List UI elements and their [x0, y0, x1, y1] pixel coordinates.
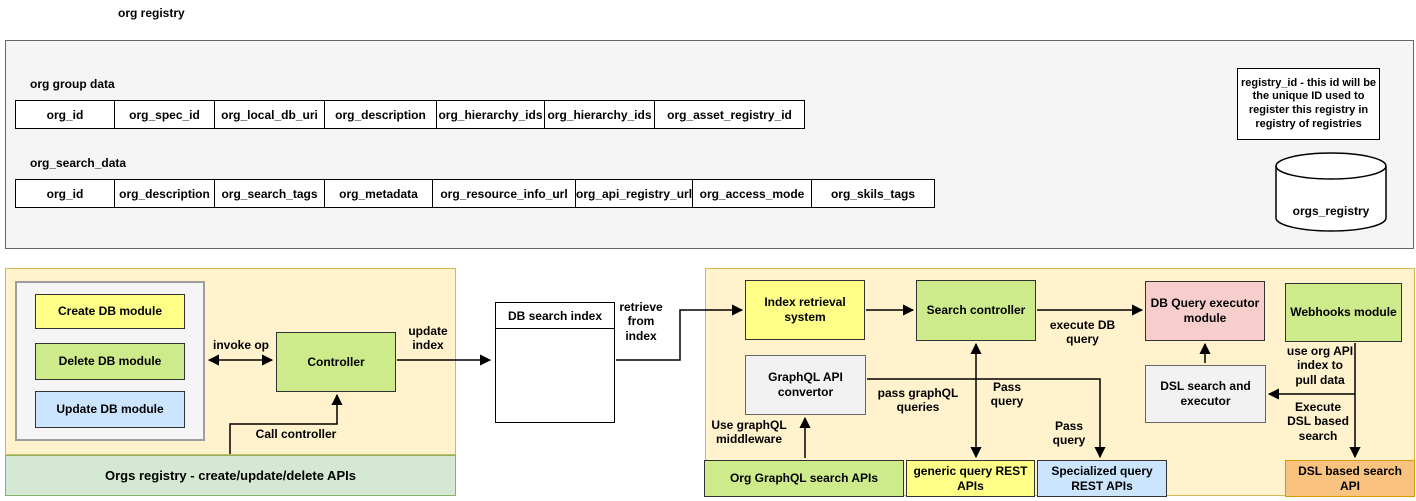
- update-index-label: update index: [408, 324, 448, 353]
- org-search-data-label: org_search_data: [30, 156, 127, 170]
- use-org-api-index-label: use org API index to pull data: [1286, 344, 1354, 387]
- table-cell: org_description: [325, 100, 437, 129]
- search-controller-box: Search controller: [916, 280, 1036, 341]
- webhooks-module-box: Webhooks module: [1285, 283, 1402, 342]
- registry-id-note: registry_id - this id will be the unique…: [1237, 68, 1380, 140]
- invoke-op-label: invoke op: [212, 338, 269, 352]
- org-registry-data-panel: [5, 40, 1414, 249]
- table-cell: org_id: [15, 179, 115, 208]
- dsl-based-search-api-box: DSL based search API: [1285, 460, 1415, 497]
- specialized-query-rest-apis-box: Specialized query REST APIs: [1037, 460, 1167, 497]
- use-graphql-middleware-label: Use graphQL middleware: [711, 418, 787, 447]
- table-cell: org_resource_info_url: [433, 179, 576, 208]
- org-search-data-table: org_id org_description org_search_tags o…: [15, 179, 935, 208]
- database-cylinder-icon: [1275, 152, 1387, 232]
- delete-db-module-box: Delete DB module: [35, 343, 185, 380]
- graphql-api-convertor-box: GraphQL API convertor: [745, 355, 866, 415]
- controller-box: Controller: [276, 332, 396, 392]
- db-search-index-box: DB search index: [495, 302, 615, 423]
- table-cell: org_id: [15, 100, 115, 129]
- diagram-title: org registry: [118, 6, 185, 20]
- table-cell: org_search_tags: [215, 179, 325, 208]
- execute-dsl-search-label: Execute DSL based search: [1287, 400, 1349, 443]
- pass-query-label: Pass query: [1052, 419, 1086, 448]
- table-cell: org_metadata: [325, 179, 433, 208]
- crud-footer-label: Orgs registry - create/update/delete API…: [105, 468, 356, 483]
- org-graphql-search-apis-box: Org GraphQL search APIs: [704, 460, 904, 497]
- db-query-executor-box: DB Query executor module: [1145, 281, 1265, 341]
- org-group-data-table: org_id org_spec_id org_local_db_uri org_…: [15, 100, 805, 129]
- orgs-registry-database: orgs_registry: [1274, 150, 1388, 234]
- table-cell: org_asset_registry_id: [655, 100, 805, 129]
- db-search-index-title: DB search index: [496, 303, 614, 329]
- dsl-search-executor-box: DSL search and executor: [1145, 365, 1266, 423]
- call-controller-label: Call controller: [255, 427, 337, 441]
- crud-panel-footer: Orgs registry - create/update/delete API…: [5, 455, 456, 496]
- table-cell: org_description: [115, 179, 215, 208]
- generic-query-rest-apis-box: generic query REST APIs: [906, 460, 1035, 497]
- table-cell: org_local_db_uri: [215, 100, 325, 129]
- table-cell: org_hierarchy_ids: [545, 100, 655, 129]
- pass-graphql-queries-label: pass graphQL queries: [877, 386, 959, 415]
- table-cell: org_api_registry_url: [576, 179, 693, 208]
- update-db-module-box: Update DB module: [35, 391, 185, 428]
- table-cell: org_skils_tags: [812, 179, 935, 208]
- table-cell: org_hierarchy_ids: [437, 100, 545, 129]
- pass-query-label: Pass query: [990, 380, 1024, 409]
- table-cell: org_access_mode: [693, 179, 812, 208]
- create-db-module-box: Create DB module: [35, 294, 185, 329]
- retrieve-from-index-label: retrieve from index: [619, 300, 663, 343]
- database-label: orgs_registry: [1292, 204, 1370, 218]
- org-group-data-label: org group data: [30, 77, 115, 91]
- table-cell: org_spec_id: [115, 100, 215, 129]
- execute-db-query-label: execute DB query: [1049, 318, 1116, 347]
- index-retrieval-system-box: Index retrieval system: [745, 280, 865, 340]
